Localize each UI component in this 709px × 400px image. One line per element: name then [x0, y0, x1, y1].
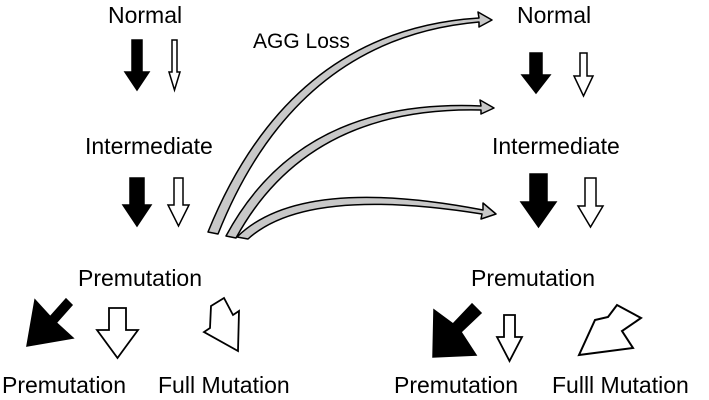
left-normal-label: Normal [108, 2, 183, 28]
left-normal-hollow-arrow [167, 39, 182, 93]
agg-loss-label: AGG Loss [253, 30, 350, 53]
left-premutation-solid-arrow [26, 297, 75, 347]
left-intermediate-solid-arrow [121, 177, 153, 228]
left-normal-solid-arrow [123, 39, 151, 92]
right-normal-label: Normal [517, 2, 592, 28]
left-intermediate-label: Intermediate [85, 133, 213, 159]
right-premutation-outcome-label: Premutation [394, 372, 519, 398]
agg-loss-curved-arrow-top [207, 11, 493, 235]
left-premutation-hollow-arrow [95, 307, 140, 360]
right-premutation-label: Premutation [471, 265, 596, 291]
left-premutation-label: Premutation [78, 265, 203, 291]
left-full-mutation-outcome-label: Full Mutation [158, 372, 290, 398]
right-full-mutation-outcome-label: Fulll Mutation [552, 372, 689, 398]
agg-loss-curved-arrow-middle [225, 99, 495, 239]
left-premutation-outcome-label: Premutation [2, 372, 127, 398]
right-normal-hollow-arrow [572, 52, 595, 98]
right-premutation-hollow-arrow [495, 314, 524, 363]
left-full-mutation-hollow-arrow [202, 296, 240, 353]
right-intermediate-hollow-arrow [576, 177, 605, 229]
right-full-mutation-hollow-arrow [577, 303, 643, 357]
right-intermediate-solid-arrow [519, 173, 558, 229]
right-normal-solid-arrow [520, 52, 552, 95]
left-intermediate-hollow-arrow [166, 177, 191, 228]
agg-loss-curved-arrow-bottom [236, 196, 497, 240]
right-intermediate-label: Intermediate [492, 133, 620, 159]
right-premutation-solid-arrow [432, 302, 483, 358]
